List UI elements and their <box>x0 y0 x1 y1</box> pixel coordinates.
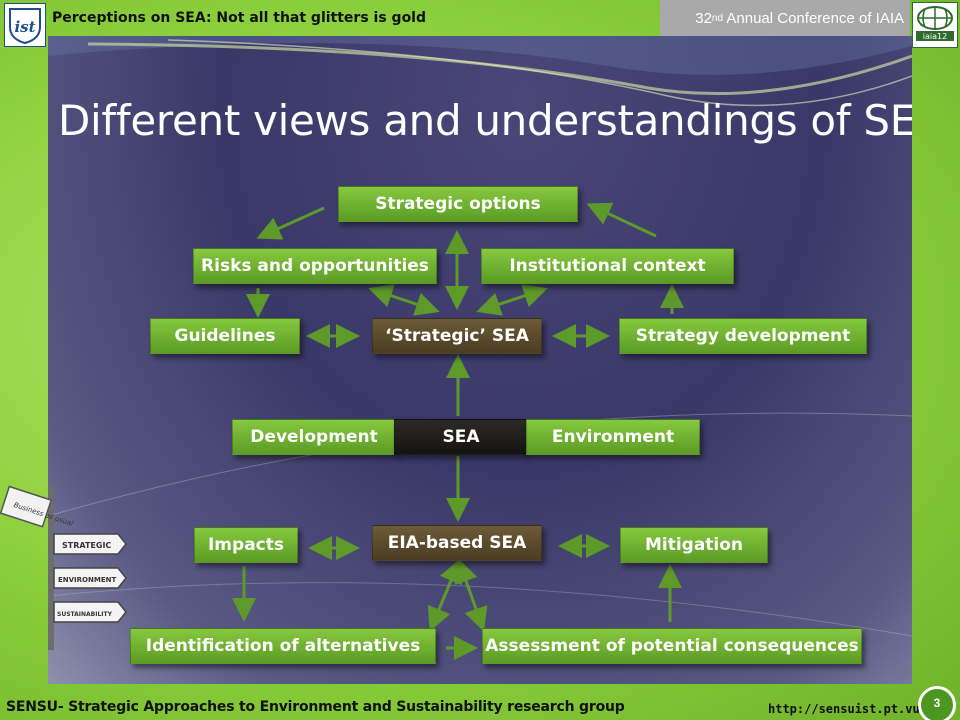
box-strategic-sea: ‘Strategic’ SEA <box>372 318 542 354</box>
arrow-institutional-strategic-sea <box>476 284 548 316</box>
box-eia-based-sea: EIA-based SEA <box>372 525 542 561</box>
box-strategy-development: Strategy development <box>619 318 867 354</box>
svg-text:iaia12: iaia12 <box>923 32 947 41</box>
university-logo-icon: ist <box>9 8 41 45</box>
arrow-eia-sea-alternatives <box>427 558 463 632</box>
box-institutional-context: Institutional context <box>481 248 734 284</box>
footer-url-link[interactable]: http://sensuist.pt.vu <box>768 702 920 716</box>
arrow-eia-sea-assessment <box>454 558 488 632</box>
slide-title: Different views and understandings of SE… <box>58 96 912 145</box>
arrow-institutional-to-options <box>586 202 657 238</box>
signpost-sustainability-text: SUSTAINABILITY <box>57 611 113 618</box>
box-mitigation: Mitigation <box>620 527 768 563</box>
conference-ordinal: 32 <box>695 9 712 27</box>
box-impacts: Impacts <box>194 527 298 563</box>
arrow-options-to-risks <box>256 206 325 240</box>
globe-icon: iaia12 <box>916 6 954 41</box>
signpost-illustration: Business as usual STRATEGIC ENVIRONMENT … <box>0 485 127 650</box>
box-guidelines: Guidelines <box>150 318 300 354</box>
decorative-swoosh <box>48 36 912 637</box>
box-identification-alternatives: Identification of alternatives <box>130 628 436 664</box>
arrow-risks-strategic-sea <box>368 284 440 316</box>
university-logo: ist <box>4 3 46 47</box>
diagram-arrows <box>232 202 684 660</box>
box-strategic-options: Strategic options <box>338 186 578 222</box>
box-development: Development <box>232 419 396 455</box>
conference-name: Annual Conference of IAIA <box>723 9 904 27</box>
page-number-badge: 3 <box>918 686 956 720</box>
header-title: Perceptions on SEA: Not all that glitter… <box>52 10 427 26</box>
signpost-strategic-text: STRATEGIC <box>62 541 111 550</box>
footer-group-name: SENSU- Strategic Approaches to Environme… <box>6 699 625 715</box>
iaia-logo: iaia12 <box>912 2 958 48</box>
header-bar: ist Perceptions on SEA: Not all that gli… <box>0 0 960 48</box>
slide-panel: Different views and understandings of SE… <box>48 36 912 684</box>
signpost-environment-text: ENVIRONMENT <box>58 576 116 584</box>
box-risks-opportunities: Risks and opportunities <box>193 248 437 284</box>
box-environment: Environment <box>526 419 700 455</box>
svg-text:ist: ist <box>14 18 35 36</box>
box-sea: SEA <box>394 419 528 455</box>
box-assessment-consequences: Assessment of potential consequences <box>482 628 862 664</box>
conference-sup: nd <box>711 12 724 24</box>
